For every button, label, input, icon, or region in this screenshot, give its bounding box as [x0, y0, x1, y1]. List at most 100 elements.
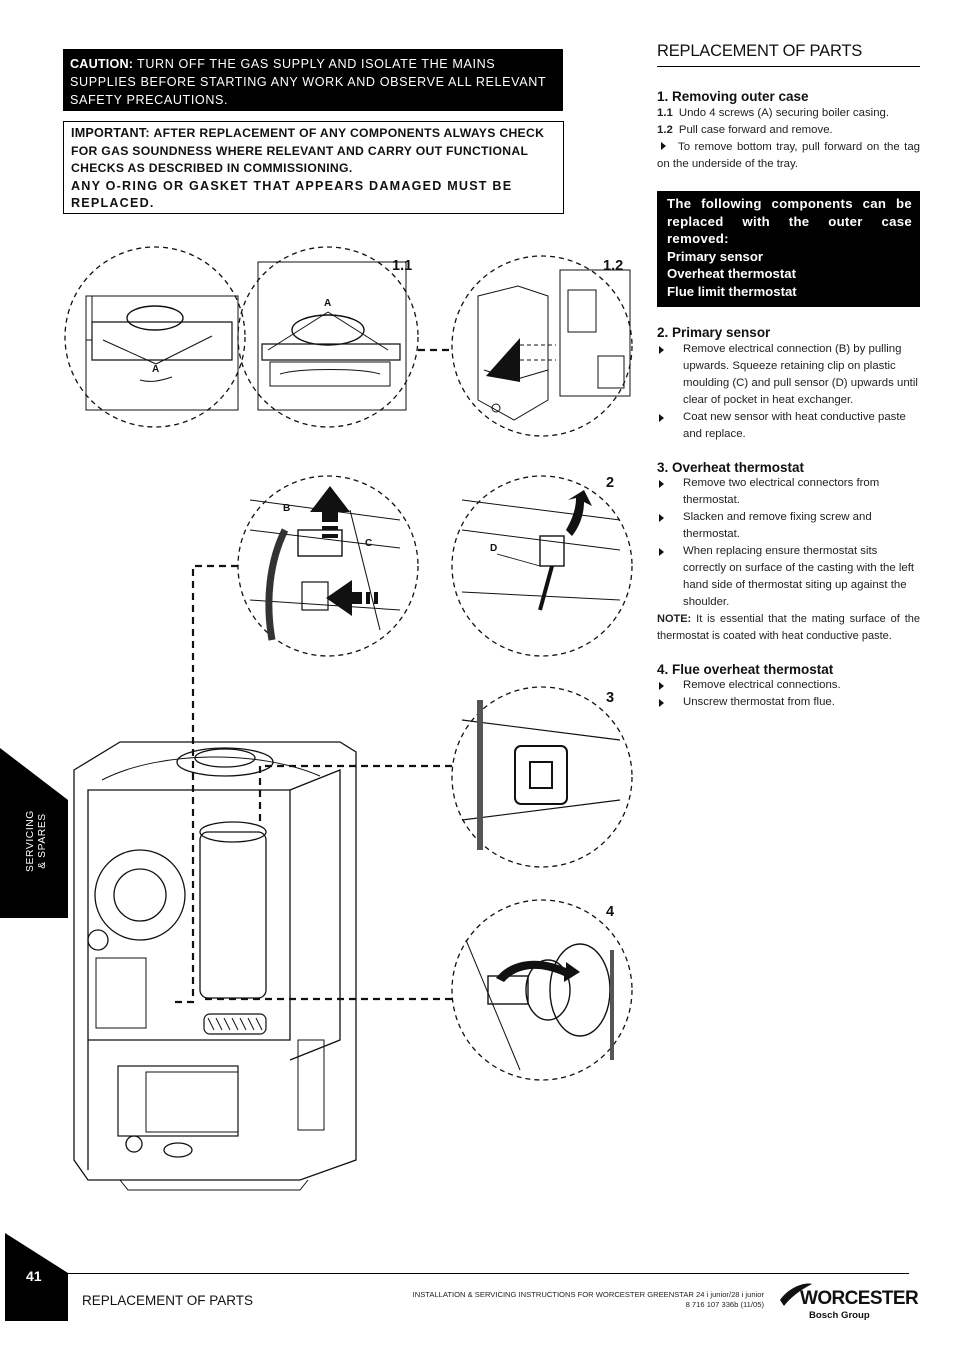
overheat-thermostat-section: 3. Overheat thermostat Remove two electr… [657, 460, 920, 645]
overheat-note: NOTE: It is essential that the mating su… [657, 611, 920, 645]
detail-3-art [461, 700, 621, 850]
curved-arrow-icon [566, 490, 592, 536]
callout-a: A [324, 298, 332, 309]
bullet-text: Remove electrical connection (B) by pull… [683, 343, 918, 406]
side-tab-line: SERVICING [25, 810, 36, 872]
callout-b: B [283, 503, 291, 514]
figure-label-2: 2 [606, 475, 615, 491]
detail-1-1a-art [85, 295, 239, 411]
callout-a: A [152, 364, 160, 375]
bullet-text: Coat new sensor with heat conductive pas… [683, 411, 906, 440]
bullet-arrow-icon [659, 682, 664, 690]
important-text: AFTER REPLACEMENT OF ANY COMPONENTS ALWA… [71, 126, 545, 176]
up-arrow-dash [322, 526, 338, 530]
footer-rule [68, 1273, 909, 1274]
detail-circle-1-2 [451, 255, 633, 437]
brand-name: WORCESTER [800, 1288, 919, 1309]
removing-outer-case-section: 1. Removing outer case 1.1 Undo 4 screws … [657, 89, 920, 173]
detail-circle-1-1a [64, 246, 246, 428]
bullet-arrow-icon [659, 699, 664, 707]
detail-circle-1-1b [237, 246, 419, 428]
document-code: 8 716 107 336b (11/05) [685, 1299, 764, 1309]
component-item: Primary sensor [667, 248, 764, 264]
important-label: IMPORTANT: [71, 126, 150, 140]
page-number: 41 [26, 1268, 42, 1284]
side-tab-shape [0, 748, 68, 918]
removing-step: 1.1 Undo 4 screws (A) securing boiler cas… [657, 105, 920, 122]
figure-label-1-1: 1.1 [392, 258, 413, 274]
removing-heading: 1. Removing outer case [657, 89, 809, 104]
flue-thermostat-section: 4. Flue overheat thermostat Remove elect… [657, 662, 920, 711]
side-tab-line: & SPARES [37, 813, 48, 869]
callout-c: C [365, 538, 373, 549]
bullet-text: Slacken and remove fixing screw and ther… [683, 511, 872, 540]
document-title: INSTALLATION & SERVICING INSTRUCTIONS FO… [412, 1290, 764, 1299]
primary-sensor-heading: 2. Primary sensor [657, 325, 771, 340]
detail-2b-art [461, 499, 621, 611]
arrows [310, 338, 592, 982]
bullet-text: Remove two electrical connectors from th… [683, 477, 880, 506]
brand-subtitle: Bosch Group [809, 1310, 870, 1321]
bullet-arrow-icon [659, 480, 664, 488]
list-item: Remove electrical connection (B) by pull… [657, 341, 920, 409]
important-box: IMPORTANT: AFTER REPLACEMENT OF ANY COMP… [63, 121, 564, 214]
callout-d: D [490, 543, 498, 554]
flue-heading: 4. Flue overheat thermostat [657, 662, 834, 677]
caution-box: CAUTION: TURN OFF THE GAS SUPPLY AND ISO… [63, 49, 563, 111]
component-item: Overheat thermostat [667, 266, 796, 282]
leader-lines [174, 348, 452, 1004]
detail-1-2-art [477, 269, 631, 421]
bullet-arrow-icon [659, 514, 664, 522]
bullet-arrow-icon [661, 142, 666, 150]
left-arrow-icon [326, 580, 362, 616]
step-number: 1.1 [657, 107, 673, 119]
bullet-arrow-icon [659, 548, 664, 556]
components-intro: The following components can be replaced… [667, 196, 912, 247]
list-item: When replacing ensure thermostat sits co… [657, 543, 920, 611]
list-item: Slacken and remove fixing screw and ther… [657, 509, 920, 543]
note-label: NOTE: [657, 613, 692, 625]
figure-label-4: 4 [606, 904, 615, 920]
component-item: Flue limit thermostat [667, 283, 797, 299]
removing-step: 1.2 Pull case forward and remove. [657, 122, 920, 139]
removing-bullet: To remove bottom tray, pull forward on t… [657, 139, 920, 173]
figure-label-3: 3 [606, 690, 615, 706]
detail-circle-2b [451, 475, 633, 657]
overheat-heading: 3. Overheat thermostat [657, 460, 805, 475]
footer-section-title: REPLACEMENT OF PARTS [82, 1293, 254, 1308]
bullet-arrow-icon [659, 414, 664, 422]
list-item: Coat new sensor with heat conductive pas… [657, 409, 920, 443]
caution-text: TURN OFF THE GAS SUPPLY AND ISOLATE THE … [70, 57, 546, 107]
bullet-text: When replacing ensure thermostat sits co… [683, 545, 915, 608]
list-item: Remove two electrical connectors from th… [657, 475, 920, 509]
footer-document-info: INSTALLATION & SERVICING INSTRUCTIONS FO… [380, 1290, 764, 1309]
list-item: Unscrew thermostat from flue. [657, 694, 920, 711]
bullet-text: To remove bottom tray, pull forward on t… [657, 141, 920, 170]
section-title: REPLACEMENT OF PARTS [657, 42, 920, 67]
step-text: Pull case forward and remove. [678, 124, 833, 136]
footer-page-tab [5, 1233, 68, 1321]
arrow-triangle-icon [486, 338, 520, 382]
rotate-arrow-icon [496, 960, 580, 982]
detail-circle-4 [451, 899, 633, 1081]
figure-label-1-2: 1.2 [603, 258, 624, 274]
detail-1-1b-art [257, 261, 407, 411]
bullet-text: Unscrew thermostat from flue. [683, 696, 835, 708]
step-number: 1.2 [657, 124, 673, 136]
detail-circle-3 [451, 686, 633, 868]
boiler-main-art [73, 741, 357, 1191]
components-box: The following components can be replaced… [657, 191, 920, 307]
step-text: Undo 4 screws (A) securing boiler casing… [678, 107, 890, 119]
side-tab-label: SERVICING & SPARES [25, 786, 49, 896]
note-text: It is essential that the mating surface … [657, 613, 920, 642]
detail-circles [64, 246, 633, 1081]
up-arrow-icon [310, 486, 350, 522]
primary-sensor-section: 2. Primary sensor Remove electrical conn… [657, 325, 920, 443]
bullet-arrow-icon [659, 346, 664, 354]
caution-label: CAUTION: [70, 57, 134, 71]
bullet-text: Remove electrical connections. [683, 679, 841, 691]
brand-logo-mark [780, 1283, 812, 1306]
detail-4-art [465, 939, 614, 1071]
list-item: Remove electrical connections. [657, 677, 920, 694]
